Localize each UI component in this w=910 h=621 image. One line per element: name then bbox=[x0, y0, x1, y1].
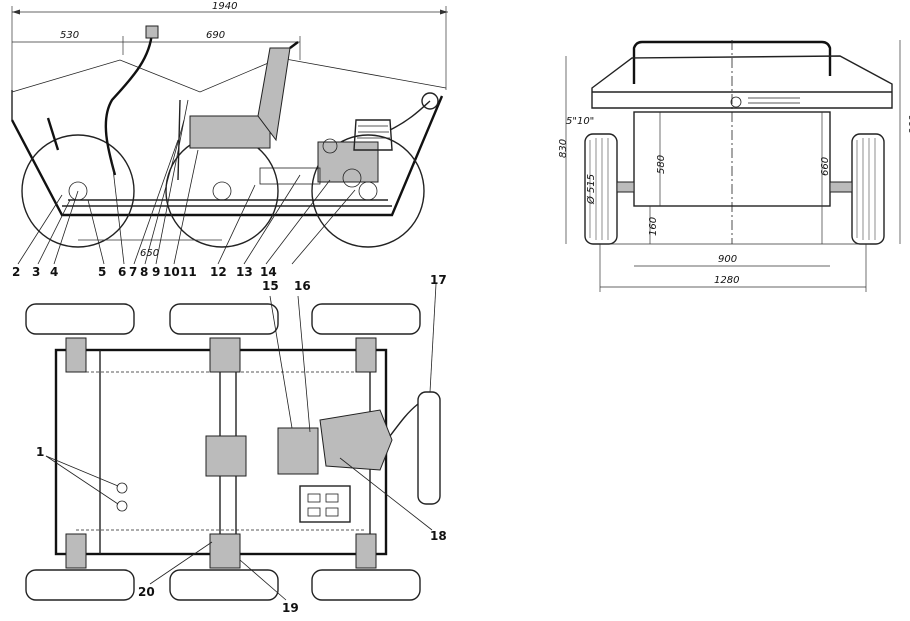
canopy-outline bbox=[11, 57, 447, 93]
axle-block bbox=[65, 337, 87, 373]
tire bbox=[25, 569, 135, 601]
dim-front: 530 bbox=[60, 30, 79, 41]
callout-13: 13 bbox=[236, 265, 253, 279]
lever bbox=[177, 99, 181, 181]
hub bbox=[68, 181, 88, 201]
pulley bbox=[342, 168, 362, 188]
callout-16: 16 bbox=[294, 279, 311, 293]
axle-block bbox=[209, 533, 241, 569]
dim-width: 1280 bbox=[714, 275, 739, 286]
callout-4: 4 bbox=[50, 265, 58, 279]
tire bbox=[311, 569, 421, 601]
tire bbox=[311, 303, 421, 335]
arrow bbox=[12, 9, 20, 15]
transmission bbox=[277, 427, 319, 475]
axle-left bbox=[616, 181, 635, 193]
callout-7: 7 bbox=[129, 265, 137, 279]
grille bbox=[730, 96, 800, 109]
axle-block bbox=[65, 533, 87, 569]
steering-grip bbox=[145, 25, 159, 39]
callout-15: 15 bbox=[262, 279, 279, 293]
callout-9: 9 bbox=[152, 265, 160, 279]
plan-view: 1 15 16 17 18 19 20 bbox=[25, 273, 447, 615]
plan-callouts: 1 15 16 17 18 19 20 bbox=[36, 273, 447, 615]
callout-14: 14 bbox=[260, 265, 277, 279]
cell bbox=[307, 493, 321, 503]
tire bbox=[169, 569, 279, 601]
callout-8: 8 bbox=[140, 265, 148, 279]
hub bbox=[358, 181, 378, 201]
front-deck bbox=[591, 55, 893, 109]
side-view: 1940 530 690 650 bbox=[10, 1, 448, 279]
dim-wheel-diameter: Ø 515 bbox=[585, 174, 597, 205]
callout-18: 18 bbox=[430, 529, 447, 543]
callout-3: 3 bbox=[32, 265, 40, 279]
wheel-middle bbox=[165, 134, 279, 248]
tread-right bbox=[856, 138, 876, 240]
callout-10: 10 bbox=[163, 265, 180, 279]
cell bbox=[307, 507, 321, 517]
seat-cushion bbox=[189, 115, 271, 149]
plan-tires bbox=[25, 303, 421, 601]
differential bbox=[205, 435, 247, 477]
muffler-end bbox=[421, 92, 439, 110]
engine-block bbox=[317, 141, 379, 183]
wheel-front bbox=[21, 134, 135, 248]
tire bbox=[169, 303, 279, 335]
callout-19: 19 bbox=[282, 601, 299, 615]
muffler bbox=[417, 391, 441, 505]
axle-block bbox=[355, 533, 377, 569]
dim-clearance: 160 bbox=[648, 217, 659, 236]
cell bbox=[325, 493, 339, 503]
side-callouts: 2 3 4 5 6 7 8 9 10 11 12 13 14 bbox=[12, 99, 356, 279]
transmission bbox=[259, 167, 321, 185]
tire bbox=[25, 303, 135, 335]
front-view: 830 900 Ø 515 5"10" 580 660 160 900 1280 bbox=[558, 40, 910, 292]
dim-track: 900 bbox=[718, 254, 737, 265]
callout-17: 17 bbox=[430, 273, 447, 287]
tread-left bbox=[589, 138, 609, 240]
callout-5: 5 bbox=[98, 265, 106, 279]
axle-right bbox=[829, 181, 853, 193]
seat-handle bbox=[289, 41, 299, 49]
exhaust-pipe bbox=[389, 100, 431, 131]
callout-11: 11 bbox=[180, 265, 197, 279]
exhaust-pipe bbox=[389, 403, 419, 437]
dim-tire-size: 5"10" bbox=[566, 116, 594, 127]
callout-20: 20 bbox=[138, 585, 155, 599]
callout-1: 1 bbox=[36, 445, 44, 459]
cylinder bbox=[353, 119, 393, 151]
wheel-rear bbox=[311, 134, 425, 248]
lever bbox=[46, 117, 60, 151]
dim-body-580: 580 bbox=[656, 155, 667, 174]
dim-height-900: 900 bbox=[908, 115, 910, 134]
axle-block bbox=[209, 337, 241, 373]
dim-wheelbase: 650 bbox=[140, 248, 159, 259]
hub bbox=[212, 181, 232, 201]
engine bbox=[319, 409, 393, 471]
dim-body-660: 660 bbox=[820, 157, 831, 176]
dim-middle: 690 bbox=[206, 30, 225, 41]
callout-6: 6 bbox=[118, 265, 126, 279]
callout-12: 12 bbox=[210, 265, 227, 279]
callout-2: 2 bbox=[12, 265, 20, 279]
body-hull bbox=[10, 95, 444, 217]
arrow bbox=[440, 9, 448, 15]
axle-block bbox=[355, 337, 377, 373]
pulley bbox=[322, 138, 338, 154]
dim-overall-length: 1940 bbox=[212, 1, 237, 12]
steering-column bbox=[104, 31, 154, 176]
dim-height-830: 830 bbox=[558, 139, 569, 158]
lever-knob bbox=[116, 500, 128, 512]
lever-knob bbox=[116, 482, 128, 494]
battery bbox=[299, 485, 351, 523]
cell bbox=[325, 507, 339, 517]
